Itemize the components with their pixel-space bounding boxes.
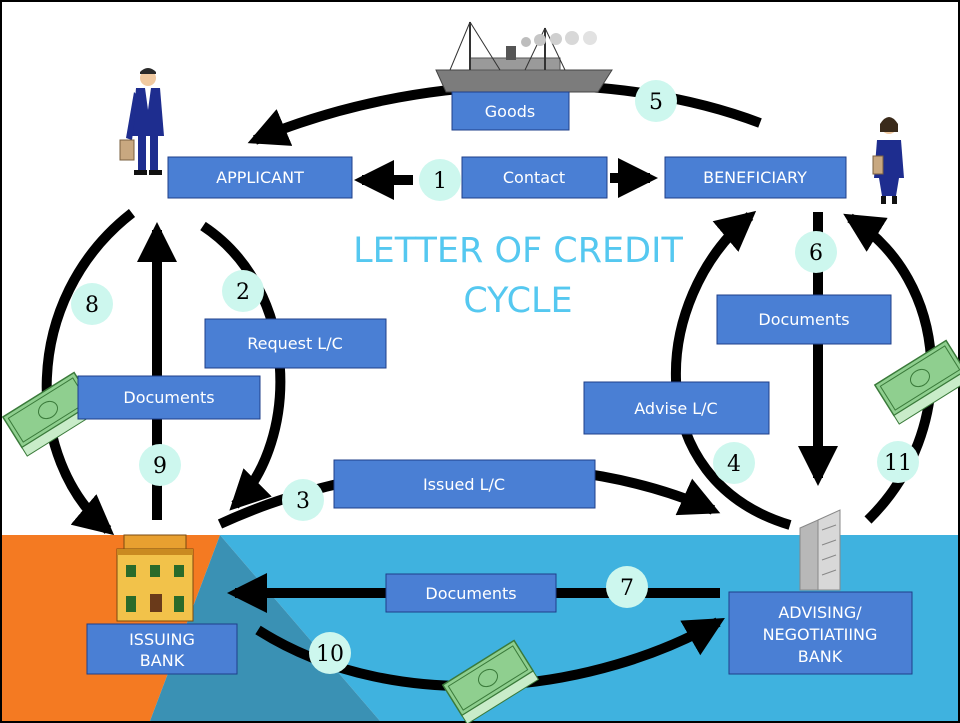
advise-lc-box — [583, 381, 770, 435]
step-circle-7 — [606, 566, 648, 608]
applicant-label: APPLICANT — [216, 168, 304, 187]
contact-box — [461, 156, 608, 199]
step-number-4: 4 — [727, 452, 741, 477]
step-number-5: 5 — [649, 90, 663, 115]
documents-6-label: Documents — [758, 310, 849, 329]
issuing-bank-label-line2: BANK — [140, 651, 185, 670]
step-circle-6 — [795, 231, 837, 273]
issuing-bank-box — [86, 623, 238, 675]
step-circle-9 — [139, 444, 181, 486]
step-number-10: 10 — [316, 642, 344, 667]
step-circle-5 — [635, 80, 677, 122]
applicant-box — [167, 156, 353, 199]
step-circle-2 — [222, 270, 264, 312]
step-number-2: 2 — [236, 280, 250, 305]
advising-bank-box — [728, 591, 913, 675]
issued-lc-box — [333, 459, 596, 509]
diagram-title-line2: CYCLE — [463, 281, 572, 321]
step-number-8: 8 — [85, 293, 99, 318]
issuing-bank-label-line1: ISSUING — [129, 630, 195, 649]
businessman-icon — [119, 68, 164, 175]
goods-label: Goods — [485, 102, 535, 121]
step-number-1: 1 — [433, 169, 447, 194]
beneficiary-label: BENEFICIARY — [703, 168, 807, 187]
ship-icon — [435, 21, 613, 93]
documents-9-box — [77, 375, 261, 420]
step-circle-11 — [877, 441, 919, 483]
advising-bank-label-line3: BANK — [798, 647, 843, 666]
step-number-6: 6 — [809, 241, 823, 266]
documents-9-label: Documents — [123, 388, 214, 407]
request-lc-box — [204, 318, 387, 369]
contact-label: Contact — [503, 168, 565, 187]
step-number-3: 3 — [296, 489, 310, 514]
bank-building-icon — [116, 534, 194, 622]
step-circle-1 — [419, 159, 461, 201]
request-lc-label: Request L/C — [247, 334, 343, 353]
step-circle-8 — [71, 283, 113, 325]
step-number-7: 7 — [620, 576, 634, 601]
documents-6-box — [716, 294, 892, 345]
step-number-9: 9 — [153, 454, 167, 479]
documents-7-box — [385, 573, 557, 613]
step-number-11: 11 — [884, 451, 912, 476]
step-circle-3 — [282, 479, 324, 521]
advise-lc-label: Advise L/C — [634, 399, 717, 418]
beneficiary-box — [664, 156, 847, 199]
arrow-payment-8 — [41, 209, 136, 536]
office-tower-icon — [799, 509, 841, 591]
issued-lc-label: Issued L/C — [423, 475, 505, 494]
documents-7-label: Documents — [425, 584, 516, 603]
businesswoman-icon — [872, 117, 904, 204]
money-stack-icon-bottom — [441, 639, 540, 723]
diagram-title-line1: LETTER OF CREDIT — [353, 231, 683, 271]
step-circle-10 — [309, 632, 351, 674]
step-circle-4 — [713, 442, 755, 484]
money-stack-icon-right — [873, 339, 960, 425]
goods-box — [451, 91, 570, 131]
advising-bank-label-line1: ADVISING/ — [778, 603, 862, 622]
advising-bank-label-line2: NEGOTIATIING — [763, 625, 878, 644]
